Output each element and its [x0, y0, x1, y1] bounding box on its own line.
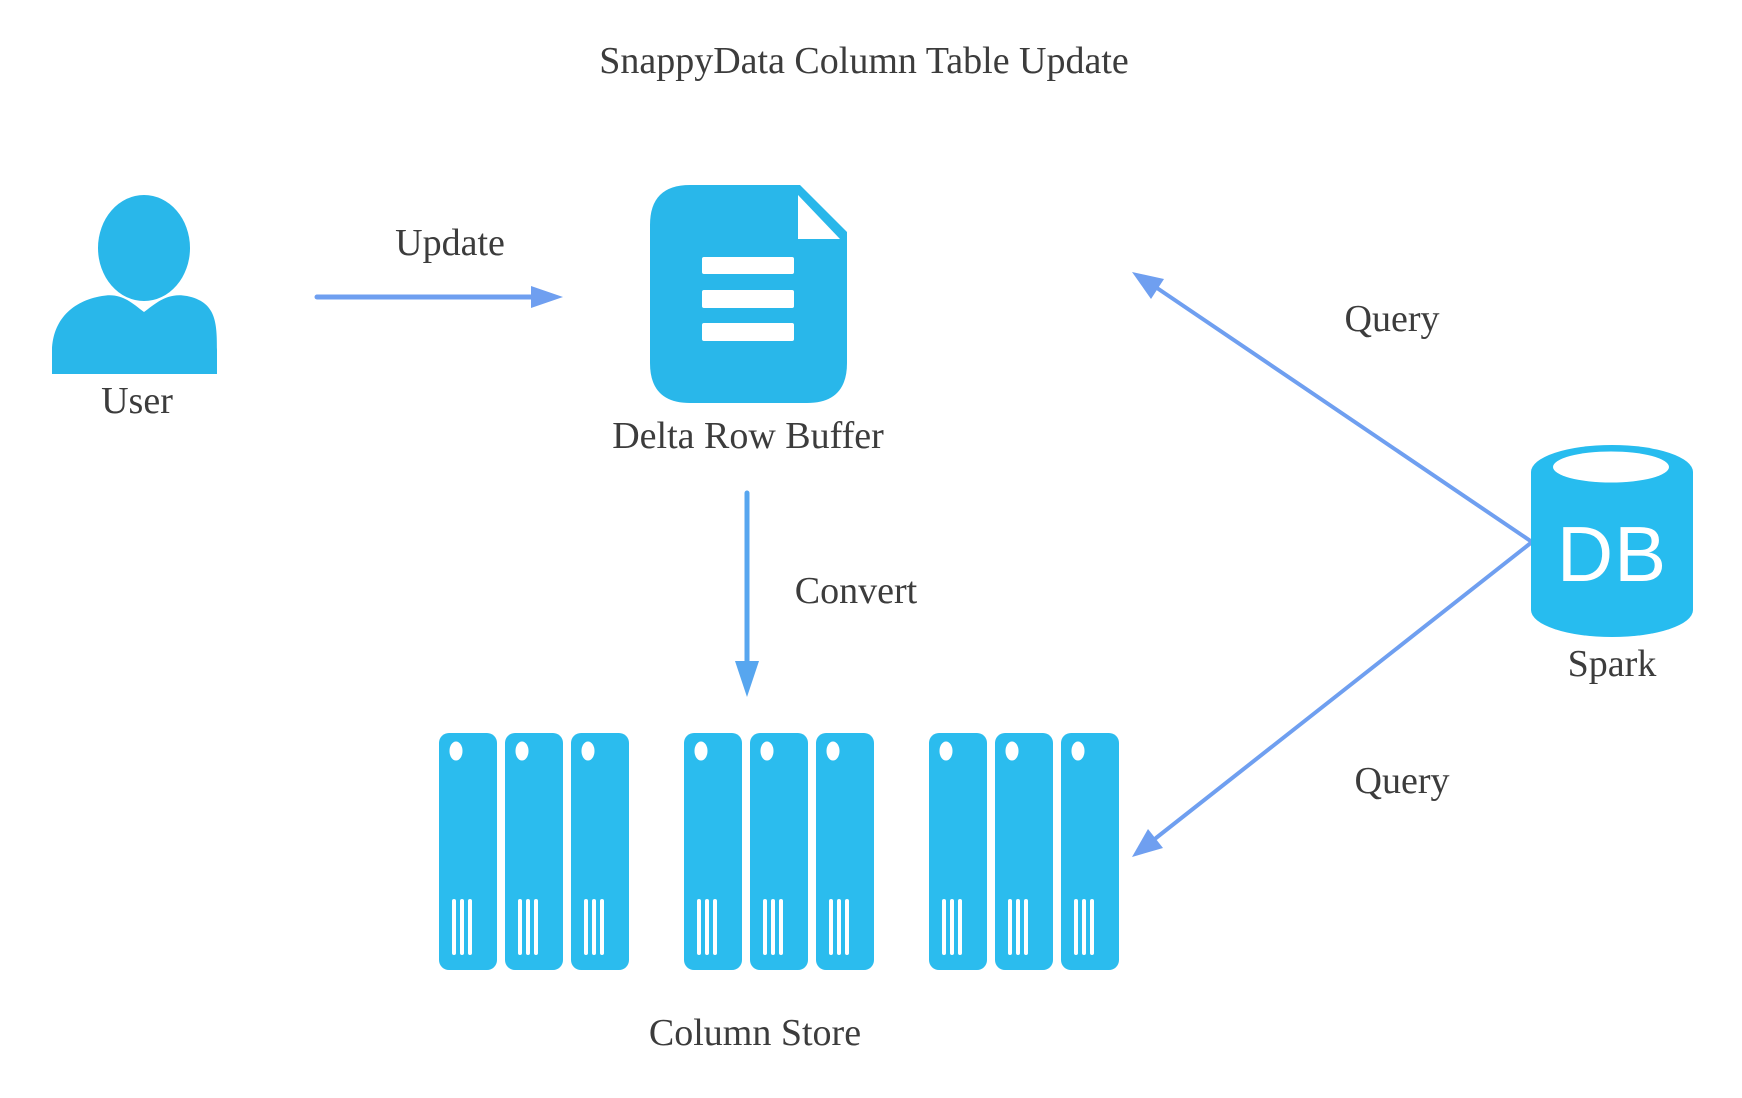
- column-bar: [816, 733, 874, 970]
- column-bar: [750, 733, 808, 970]
- query-buffer-arrow: [1132, 272, 1534, 544]
- user-icon: [52, 195, 217, 374]
- update-arrow: [314, 286, 563, 308]
- convert-arrow: [735, 490, 759, 697]
- column-bar: [1061, 733, 1119, 970]
- column-bar: [684, 733, 742, 970]
- spark-label: Spark: [1567, 643, 1657, 685]
- query-store-edge-label: Query: [1354, 760, 1450, 802]
- delta-row-buffer-icon: [650, 185, 847, 403]
- column-store-icon: [439, 733, 1119, 970]
- column-bar: [929, 733, 987, 970]
- column-bar: [995, 733, 1053, 970]
- cylinder-opening: [1553, 451, 1669, 483]
- query-buffer-edge-label: Query: [1344, 298, 1440, 340]
- column-store-label: Column Store: [648, 1012, 862, 1054]
- user-label: User: [101, 380, 173, 422]
- convert-edge-label: Convert: [794, 570, 918, 612]
- column-bar: [571, 733, 629, 970]
- query-store-arrow: [1132, 540, 1534, 857]
- spark-db-icon: DB: [1531, 445, 1693, 637]
- column-bar: [505, 733, 563, 970]
- column-bar: [439, 733, 497, 970]
- folded-corner: [798, 195, 840, 239]
- diagram-title: SnappyData Column Table Update: [599, 40, 1129, 82]
- delta-row-buffer-label: Delta Row Buffer: [612, 415, 884, 457]
- db-badge: DB: [1557, 510, 1667, 598]
- update-edge-label: Update: [395, 222, 505, 264]
